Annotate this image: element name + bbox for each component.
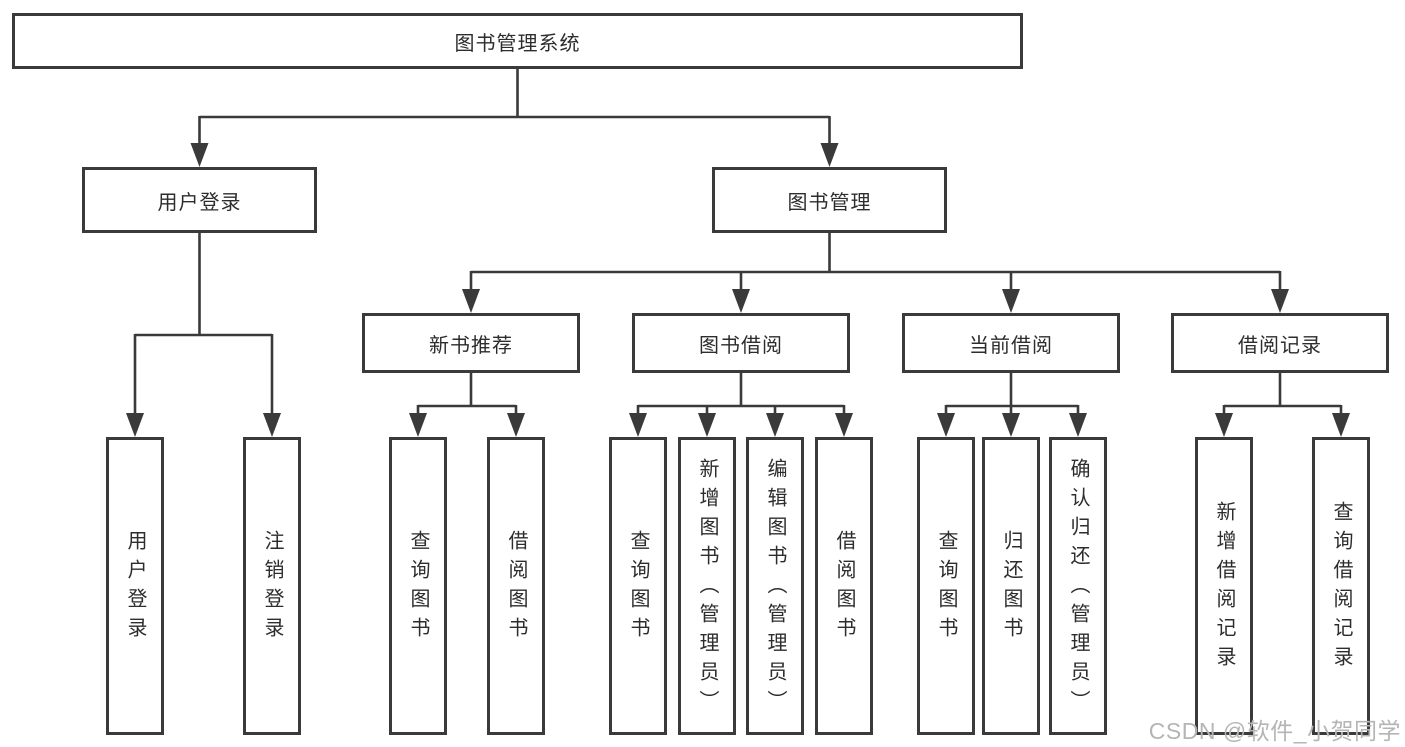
node-logout-leaf: 注销登录 <box>243 437 301 735</box>
node-confirm-return-admin: 确认归还（管理员） <box>1049 437 1107 735</box>
arrow-down-icon <box>409 413 427 437</box>
node-user-login: 用户登录 <box>82 167 317 233</box>
node-query-books-recommend: 查询图书 <box>389 437 447 735</box>
node-query-borrow-record: 查询借阅记录 <box>1312 437 1370 735</box>
arrow-down-icon <box>190 143 209 167</box>
connector-book-management-children <box>469 233 1282 292</box>
csdn-watermark: CSDN @软件_小贺同学 <box>1148 718 1401 744</box>
arrow-down-icon <box>732 289 750 313</box>
arrow-down-icon <box>1215 413 1233 437</box>
connector-book-borrowing-children <box>636 373 846 416</box>
arrow-down-icon <box>1002 413 1020 437</box>
connector-root-to-level2 <box>198 69 831 146</box>
node-borrow-books-borrowing: 借阅图书 <box>815 437 873 735</box>
arrow-down-icon <box>698 413 716 437</box>
connector-current-borrowing-children <box>944 373 1080 416</box>
arrow-down-icon <box>507 413 525 437</box>
node-book-borrowing: 图书借阅 <box>632 313 850 373</box>
node-book-management: 图书管理 <box>712 167 947 233</box>
node-user-login-leaf: 用户登录 <box>106 437 164 735</box>
arrow-down-icon <box>835 413 853 437</box>
arrow-down-icon <box>1069 413 1087 437</box>
arrow-down-icon <box>1332 413 1350 437</box>
node-add-borrow-record: 新增借阅记录 <box>1195 437 1253 735</box>
arrow-down-icon <box>126 413 144 437</box>
arrow-down-icon <box>629 413 647 437</box>
node-borrowing-records: 借阅记录 <box>1171 313 1389 373</box>
node-root: 图书管理系统 <box>12 13 1023 69</box>
node-current-borrowing: 当前借阅 <box>902 313 1120 373</box>
arrow-down-icon <box>766 413 784 437</box>
node-return-books: 归还图书 <box>982 437 1040 735</box>
arrow-down-icon <box>820 143 839 167</box>
node-add-books-admin: 新增图书（管理员） <box>678 437 736 735</box>
arrow-down-icon <box>1271 289 1289 313</box>
node-query-books-current: 查询图书 <box>917 437 975 735</box>
arrow-down-icon <box>462 289 480 313</box>
arrow-down-icon <box>263 413 281 437</box>
arrow-down-icon <box>1002 289 1020 313</box>
node-new-book-recommendation: 新书推荐 <box>362 313 580 373</box>
node-query-books-borrowing: 查询图书 <box>609 437 667 735</box>
connector-borrow-records-children <box>1222 373 1343 416</box>
node-borrow-books-recommend: 借阅图书 <box>487 437 545 735</box>
connector-new-book-children <box>416 373 518 416</box>
connector-user-login-children <box>133 233 274 416</box>
arrow-down-icon <box>937 413 955 437</box>
node-edit-books-admin: 编辑图书（管理员） <box>746 437 804 735</box>
